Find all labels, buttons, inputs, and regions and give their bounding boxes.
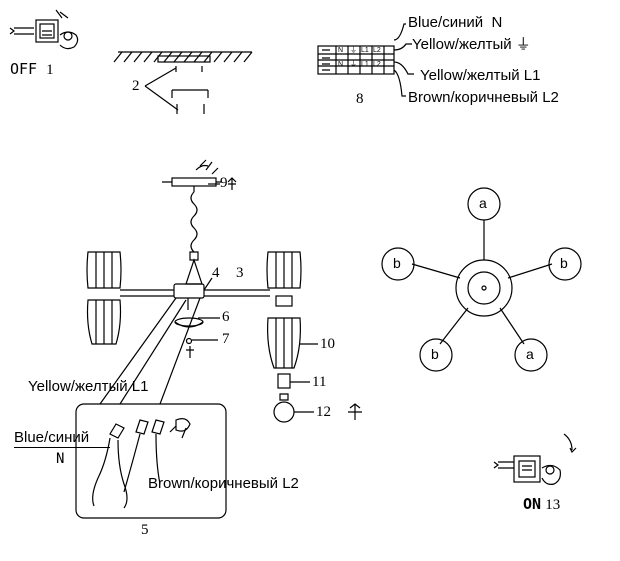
on-word: ON [523,495,542,513]
step-12-number: 12 [316,404,331,420]
circuit-arm-bottom-left: b [431,346,439,362]
terminal-yellow-pe-label: Yellow/желтый ⏚ [412,36,531,53]
terminal-yellow-l1-label: Yellow/желтый L1 [420,67,541,84]
circuit-arm-top: a [479,195,487,211]
leader-4 [203,277,213,291]
terminal-mark-5: N [338,61,344,68]
step-8-number: 8 [356,91,364,107]
switch-off-icon [9,9,79,50]
wiring-n-label: N [56,451,65,467]
rotate-9-icon [227,177,237,190]
left-shades [86,251,122,345]
off-word: OFF [10,60,38,78]
step-4-number: 4 [212,265,220,281]
step-9-number: 9 [220,175,228,191]
wiring-yellow-l1-label: Yellow/желтый L1 [28,378,149,395]
step-2-number: 2 [132,78,140,94]
step-7-number: 7 [222,331,230,347]
step-1-number: 1 [46,62,54,78]
terminal-mark-4: L2 [373,47,381,54]
terminal-mark-1: N [338,47,344,54]
terminal-mark-2: ⏚ [350,47,357,54]
wiring-blue-underline [14,447,110,448]
step-11-number: 11 [312,374,327,390]
terminal-mark-3: L1 [361,47,369,54]
step-13-number: 13 [545,497,561,513]
step-on-label: ON 13 [523,497,560,513]
ceiling-mount [113,51,253,114]
wiring-blue-label: Blue/синий [14,429,90,446]
right-shade [266,251,362,423]
step-3-number: 3 [236,265,244,281]
wiring-panel [75,403,227,519]
terminal-mark-7: L1 [361,61,369,68]
terminal-mark-6: ⏚ [350,61,357,68]
terminal-blue-label: Blue/синий N [408,14,503,31]
step-off-label: OFF 1 [10,62,54,78]
chandelier-body [120,283,270,358]
wiring-brown-l2-label: Brown/коричневый L2 [148,475,299,492]
wiring-leaders [99,297,201,405]
terminal-block [317,23,414,97]
circuit-diagram [381,187,582,372]
step-10-number: 10 [320,336,335,352]
step-6-number: 6 [222,309,230,325]
circuit-arm-right: b [560,255,568,271]
terminal-brown-l2-label: Brown/коричневый L2 [408,89,559,106]
circuit-arm-left: b [393,255,401,271]
terminal-mark-8: L2 [373,61,381,68]
step-5-number: 5 [141,522,149,538]
switch-on-icon [493,433,577,485]
circuit-arm-bottom-right: a [526,346,534,362]
